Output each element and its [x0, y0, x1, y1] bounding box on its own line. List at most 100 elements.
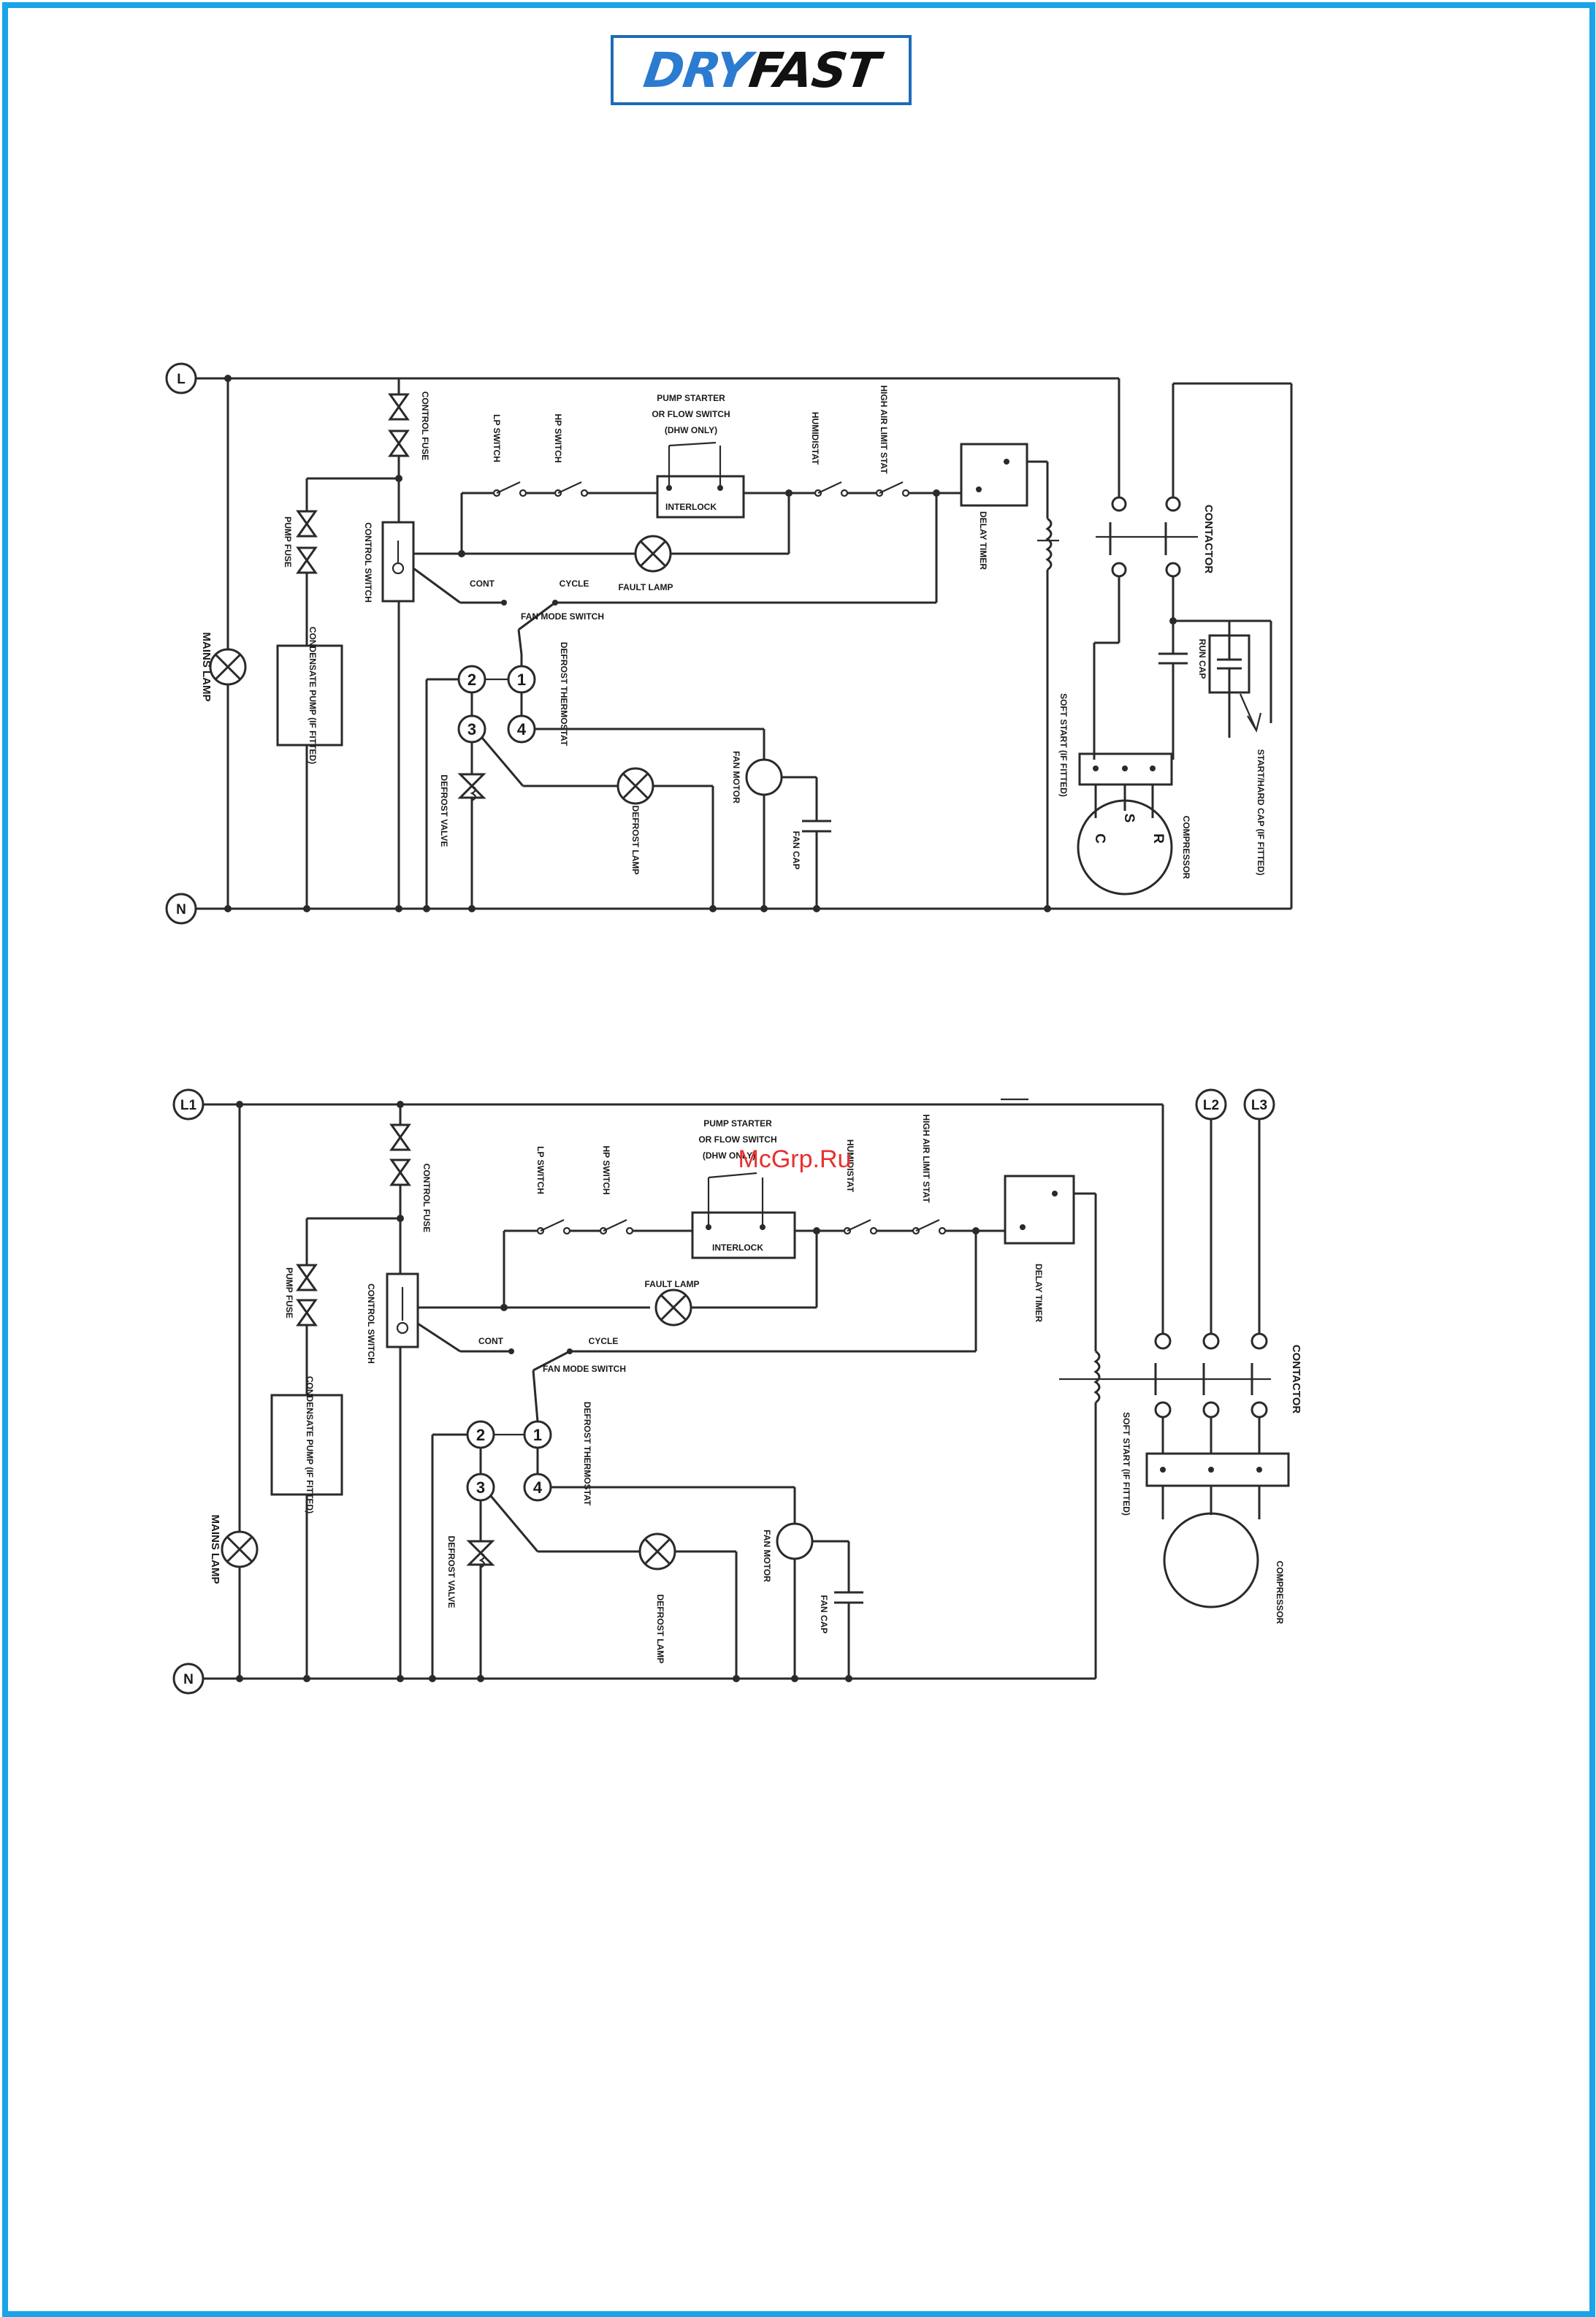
compressor-terminal-c: C [1092, 833, 1107, 844]
fan-motor-label: FAN MOTOR [762, 1530, 772, 1582]
condensate-pump-label: CONDENSATE PUMP (IF FITTED) [305, 1376, 315, 1514]
control-switch-label: CONTROL SWITCH [366, 1283, 376, 1364]
cycle-label: CYCLE [589, 1336, 619, 1346]
defrost-lamp-label: DEFROST LAMP [655, 1595, 665, 1664]
start-cap-icon [1217, 658, 1242, 670]
high-air-limit-label: HIGH AIR LIMIT STAT [921, 1114, 931, 1203]
start-cap-label: START/HARD CAP (IF FITTED) [1256, 749, 1266, 876]
defrost-lamp-icon [616, 767, 654, 805]
delay-timer-box [1004, 1175, 1075, 1245]
pump-starter-label: PUMP STARTER [703, 1118, 772, 1129]
thermostat-terminal-4: 4 [533, 1478, 543, 1497]
fan-motor-icon [776, 1522, 814, 1560]
fault-lamp-label: FAULT LAMP [644, 1279, 699, 1289]
mains-lamp-label: MAINS LAMP [209, 1515, 221, 1584]
soft-start-label: SOFT START (IF FITTED) [1121, 1412, 1131, 1516]
pump-fuse-label: PUMP FUSE [283, 516, 293, 568]
control-fuse-label: CONTROL FUSE [421, 1164, 432, 1232]
defrost-lamp-label: DEFROST LAMP [630, 806, 641, 875]
control-switch-box [386, 1272, 419, 1348]
fan-cap-icon [834, 1591, 863, 1604]
defrost-lamp-icon [638, 1532, 676, 1570]
dhw-only-label: (DHW ONLY) [665, 425, 717, 435]
diagram-single-phase: L N MAINS LAMP CONTROL FUSE [165, 362, 1293, 925]
thermostat-terminal-2: 2 [467, 671, 476, 689]
lp-switch-label: LP SWITCH [535, 1146, 546, 1194]
dhw-only-label: (DHW ONLY) [703, 1150, 755, 1161]
high-air-limit-label: HIGH AIR LIMIT STAT [879, 385, 889, 474]
compressor-label: COMPRESSOR [1275, 1561, 1285, 1625]
pump-fuse-icon [296, 510, 318, 574]
hp-switch-label: HP SWITCH [553, 413, 563, 462]
defrost-valve-icon [457, 773, 486, 801]
thermostat-terminal-3: 3 [467, 720, 476, 738]
fan-motor-label: FAN MOTOR [731, 751, 741, 803]
fan-mode-switch-label: FAN MODE SWITCH [521, 611, 604, 622]
delay-timer-label: DELAY TIMER [978, 511, 988, 570]
dryfast-logo: DRYFAST [611, 35, 912, 105]
l2-terminal-label: L2 [1203, 1098, 1219, 1113]
thermostat-terminal-2: 2 [476, 1426, 485, 1444]
cont-label: CONT [478, 1336, 504, 1346]
compressor-terminal-r: R [1150, 833, 1166, 844]
hp-switch-icon [554, 481, 589, 497]
fan-motor-icon [745, 758, 783, 796]
control-fuse-label: CONTROL FUSE [420, 392, 430, 460]
compressor-label: COMPRESSOR [1181, 816, 1191, 879]
contactor-coil-icon [1059, 1350, 1271, 1404]
diagram-three-phase: L1 N L2 L3 MAINS LAMP CONTROL FUSE [172, 1088, 1302, 1695]
mains-lamp-icon [209, 648, 247, 686]
fan-cap-label: FAN CAP [791, 831, 801, 870]
flow-switch-label: OR FLOW SWITCH [698, 1134, 776, 1145]
compressor-terminal-s: S [1121, 814, 1137, 823]
neutral-terminal-label: N [176, 902, 186, 917]
thermostat-terminal-1: 1 [517, 671, 526, 689]
control-fuse-icon [388, 393, 410, 457]
humidistat-icon [814, 481, 849, 497]
delay-timer-label: DELAY TIMER [1034, 1264, 1044, 1322]
defrost-valve-label: DEFROST VALVE [439, 775, 449, 847]
hp-switch-icon [599, 1219, 634, 1235]
soft-start-label: SOFT START (IF FITTED) [1058, 693, 1069, 797]
defrost-thermostat-label: DEFROST THERMOSTAT [559, 642, 569, 747]
interlock-box [691, 1211, 796, 1259]
defrost-valve-icon [466, 1540, 495, 1568]
humidistat-icon [843, 1219, 878, 1235]
thermostat-terminal-3: 3 [476, 1478, 485, 1497]
lp-switch-label: LP SWITCH [492, 414, 502, 462]
mains-lamp-label: MAINS LAMP [200, 633, 213, 702]
pump-fuse-label: PUMP FUSE [284, 1267, 294, 1318]
l3-terminal-label: L3 [1251, 1098, 1267, 1113]
fan-cap-label: FAN CAP [819, 1595, 829, 1634]
interlock-label: INTERLOCK [665, 502, 717, 512]
defrost-valve-label: DEFROST VALVE [446, 1536, 457, 1608]
lp-switch-icon [492, 481, 527, 497]
fan-cap-icon [802, 820, 831, 833]
contactor-label: CONTACTOR [1290, 1345, 1302, 1414]
contactor-coil-icon [1037, 517, 1059, 571]
compressor-icon [1077, 799, 1173, 896]
pump-starter-label: PUMP STARTER [657, 393, 725, 403]
l1-terminal-label: L1 [180, 1098, 197, 1113]
fault-lamp-icon [654, 1289, 692, 1327]
fan-mode-switch-label: FAN MODE SWITCH [543, 1364, 626, 1374]
contactor-label: CONTACTOR [1202, 505, 1215, 574]
cycle-label: CYCLE [560, 579, 589, 589]
lp-switch-icon [536, 1219, 571, 1235]
mains-lamp-icon [221, 1530, 259, 1568]
delay-timer-box [960, 443, 1028, 507]
humidistat-label: HUMIDISTAT [845, 1140, 855, 1193]
condensate-pump-label: CONDENSATE PUMP (IF FITTED) [308, 627, 318, 764]
humidistat-label: HUMIDISTAT [810, 412, 820, 465]
control-switch-label: CONTROL SWITCH [363, 522, 373, 603]
compressor-icon [1163, 1512, 1259, 1608]
interlock-box [656, 475, 745, 519]
neutral2-terminal-label: N [183, 1672, 194, 1687]
high-air-limit-stat-icon [912, 1219, 947, 1235]
watermark-text: McGrp.Ru [738, 1145, 852, 1173]
hp-switch-label: HP SWITCH [601, 1145, 611, 1194]
thermostat-terminal-1: 1 [533, 1426, 542, 1444]
high-air-limit-stat-icon [875, 481, 910, 497]
